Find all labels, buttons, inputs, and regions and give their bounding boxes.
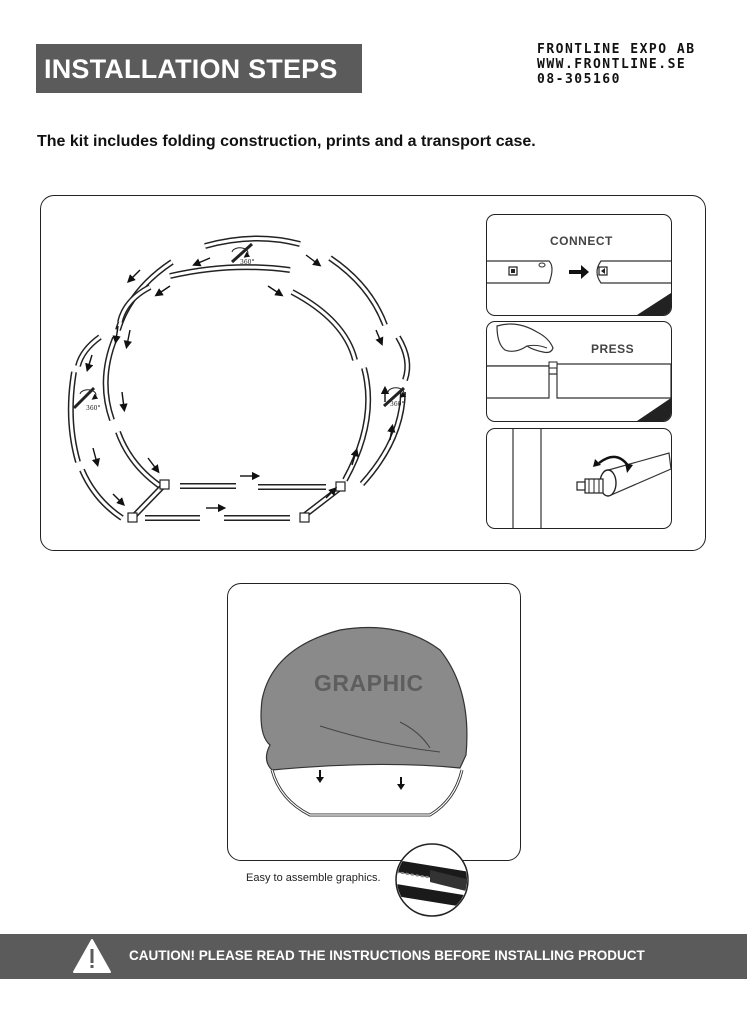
header-bar: INSTALLATION STEPS [36, 44, 362, 93]
down-arrow-icon [316, 770, 405, 790]
page-title: INSTALLATION STEPS [44, 54, 338, 84]
caution-footer: CAUTION! PLEASE READ THE INSTRUCTIONS BE… [0, 934, 747, 979]
rotation-label-right: 360° [390, 401, 404, 408]
twist-lock-illustration [512, 429, 671, 528]
frame-outer-arch [67, 235, 411, 521]
company-info: FRONTLINE EXPO AB WWW.FRONTLINE.SE 08-30… [537, 42, 696, 87]
rotate-360-icon [72, 242, 407, 410]
frame-base-bars [132, 481, 342, 521]
tube-connect-illustration [487, 260, 671, 315]
press-button-illustration [487, 323, 671, 421]
graphic-caption: Easy to assemble graphics. [246, 872, 381, 884]
intro-text: The kit includes folding construction, p… [37, 133, 536, 150]
frame-hinges [127, 479, 346, 523]
company-name: FRONTLINE EXPO AB [537, 42, 696, 57]
rotation-label-top: 360° [240, 259, 254, 266]
frame-inner-arch [102, 264, 372, 489]
company-website: WWW.FRONTLINE.SE [537, 57, 687, 72]
press-label: PRESS [591, 342, 635, 356]
warning-triangle-icon [73, 939, 111, 973]
graphic-label: GRAPHIC [314, 670, 424, 696]
connect-label: CONNECT [550, 234, 613, 248]
press-inset: PRESS [486, 321, 672, 422]
frame-direction-arrows [85, 254, 396, 513]
connect-inset: CONNECT [486, 214, 672, 316]
rotation-label-left: 360° [86, 405, 100, 412]
twist-lock-inset [486, 428, 672, 529]
caution-text: CAUTION! PLEASE READ THE INSTRUCTIONS BE… [129, 948, 645, 963]
company-phone: 08-305160 [537, 72, 621, 87]
